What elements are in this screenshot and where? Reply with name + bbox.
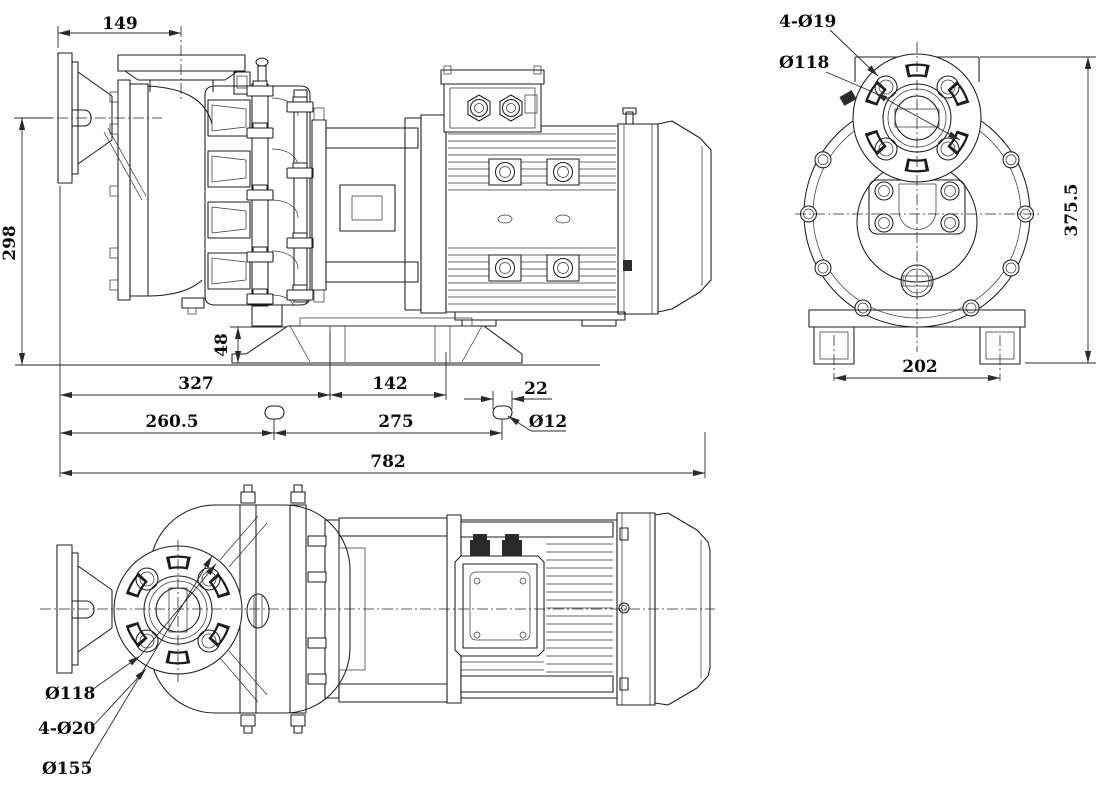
side-inlet-flange [38,52,162,184]
front-view: 4-Ø19 Ø118 375.5 202 [779,12,1096,382]
dim-202-label: 202 [902,357,938,377]
side-dimensions: 149 298 48 327 142 [0,14,706,478]
dim-slot-dia: Ø12 [507,412,567,432]
dim-149-label: 149 [102,14,138,34]
label-d118-top: Ø118 [45,563,217,704]
dim-d118-top-label: Ø118 [45,684,95,704]
dim-202: 202 [834,357,1000,382]
dim-149: 149 [57,14,181,48]
front-dimensions: 4-Ø19 Ø118 375.5 202 [779,12,1096,382]
top-motor [446,512,711,706]
dim-d12-label: Ø12 [529,412,567,432]
top-terminal-box [454,534,545,657]
side-pump-head [103,57,269,315]
top-adapter [307,517,448,703]
front-bearing-bracket [868,179,966,235]
side-adapter-bracket [311,107,422,311]
dim-275-label: 275 [378,412,414,432]
dim-4d20-label: 4-Ø20 [38,719,96,739]
dim-48: 48 [212,326,286,363]
label-4-d19: 4-Ø19 [779,12,879,77]
dim-4d19-label: 4-Ø19 [779,12,836,32]
top-fan-cover [654,512,711,706]
dim-782: 782 [60,432,706,478]
side-base-pedestal [15,304,600,366]
dim-375: 375.5 [980,56,1096,364]
top-priming-port [246,593,270,629]
side-terminal-box [440,65,545,133]
dim-298-label: 298 [0,225,20,261]
side-fan-cover [657,120,712,313]
dim-260-label: 260.5 [145,412,198,432]
side-discharge-flange [117,26,251,100]
dim-d155-label: Ø155 [42,759,92,779]
label-4-d20: 4-Ø20 [38,668,147,739]
label-d118-front: Ø118 [779,53,961,141]
dim-298: 298 [0,117,52,365]
dim-d118-front-label: Ø118 [779,53,829,73]
dim-375-label: 375.5 [1062,183,1082,236]
dim-48-label: 48 [212,333,232,357]
side-view: 149 298 48 327 142 [0,14,712,478]
top-view: Ø118 4-Ø20 Ø155 [38,484,715,779]
anchor-slots [264,405,513,440]
top-labels: Ø118 4-Ø20 Ø155 [38,555,217,779]
side-motor [420,65,712,327]
dim-782-label: 782 [370,452,406,472]
dim-327-142: 327 142 [59,186,447,477]
dim-142-label: 142 [372,374,408,394]
side-pump-casing [204,80,314,307]
dim-22: 22 [464,379,552,409]
label-d155: Ø155 [42,555,213,779]
front-clamp-block [839,90,857,106]
dim-260-275: 260.5 275 [60,412,502,437]
dim-22-label: 22 [524,379,548,399]
dim-327-label: 327 [178,374,214,394]
